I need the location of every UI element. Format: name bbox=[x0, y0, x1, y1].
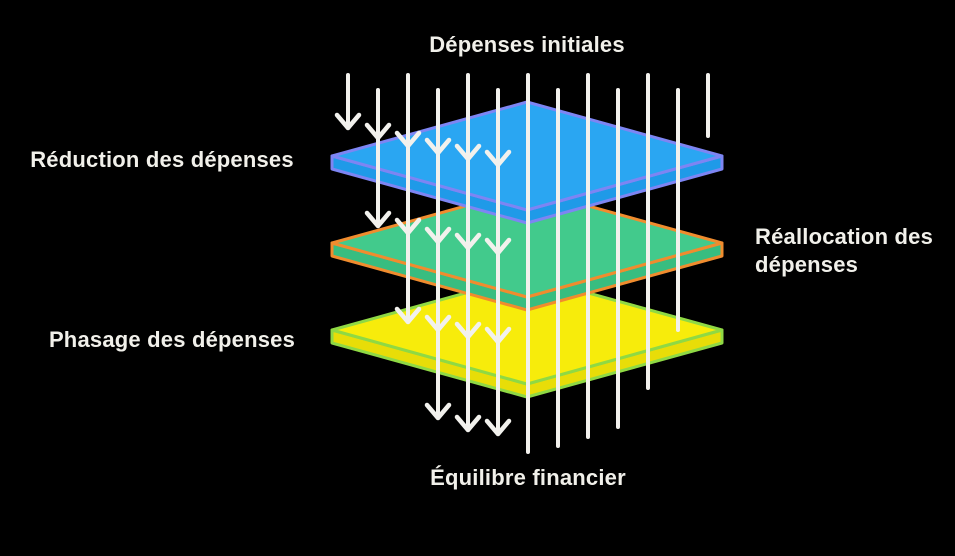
title-depenses-initiales: Dépenses initiales bbox=[429, 32, 625, 57]
arrowhead-icon bbox=[484, 326, 512, 345]
flow-arrow bbox=[454, 73, 482, 433]
arrowhead-icon bbox=[364, 210, 392, 229]
flow-arrow bbox=[334, 73, 362, 131]
arrowhead-icon bbox=[334, 112, 362, 131]
arrowhead-icon bbox=[454, 321, 482, 340]
label-phasage-des-depenses: Phasage des dépenses bbox=[48, 327, 296, 352]
arrowhead-icon bbox=[424, 402, 452, 421]
arrowhead-icon bbox=[424, 314, 452, 333]
arrowhead-icon bbox=[424, 137, 452, 156]
arrowhead-icon bbox=[484, 149, 512, 168]
flow-arrow bbox=[484, 88, 512, 437]
arrowhead-icon bbox=[364, 122, 392, 141]
arrowhead-icon bbox=[394, 130, 422, 149]
arrowhead-icon bbox=[394, 306, 422, 325]
arrowhead-icon bbox=[454, 232, 482, 251]
flow-arrow bbox=[424, 88, 452, 421]
arrowhead-icon bbox=[424, 226, 452, 245]
arrowhead-icon bbox=[484, 418, 512, 437]
label-reduction-des-depenses: Réduction des dépenses bbox=[30, 147, 294, 172]
arrowhead-icon bbox=[454, 143, 482, 162]
flow-arrow bbox=[364, 88, 392, 229]
arrowhead-icon bbox=[454, 414, 482, 433]
arrowhead-icon bbox=[394, 217, 422, 236]
arrowhead-icon bbox=[484, 237, 512, 256]
flow-arrow bbox=[394, 73, 422, 325]
label-reallocation-des-depenses: Réallocation des dépenses bbox=[755, 224, 934, 277]
flow-arrows bbox=[334, 73, 710, 454]
label-equilibre-financier: Équilibre financier bbox=[430, 465, 626, 490]
